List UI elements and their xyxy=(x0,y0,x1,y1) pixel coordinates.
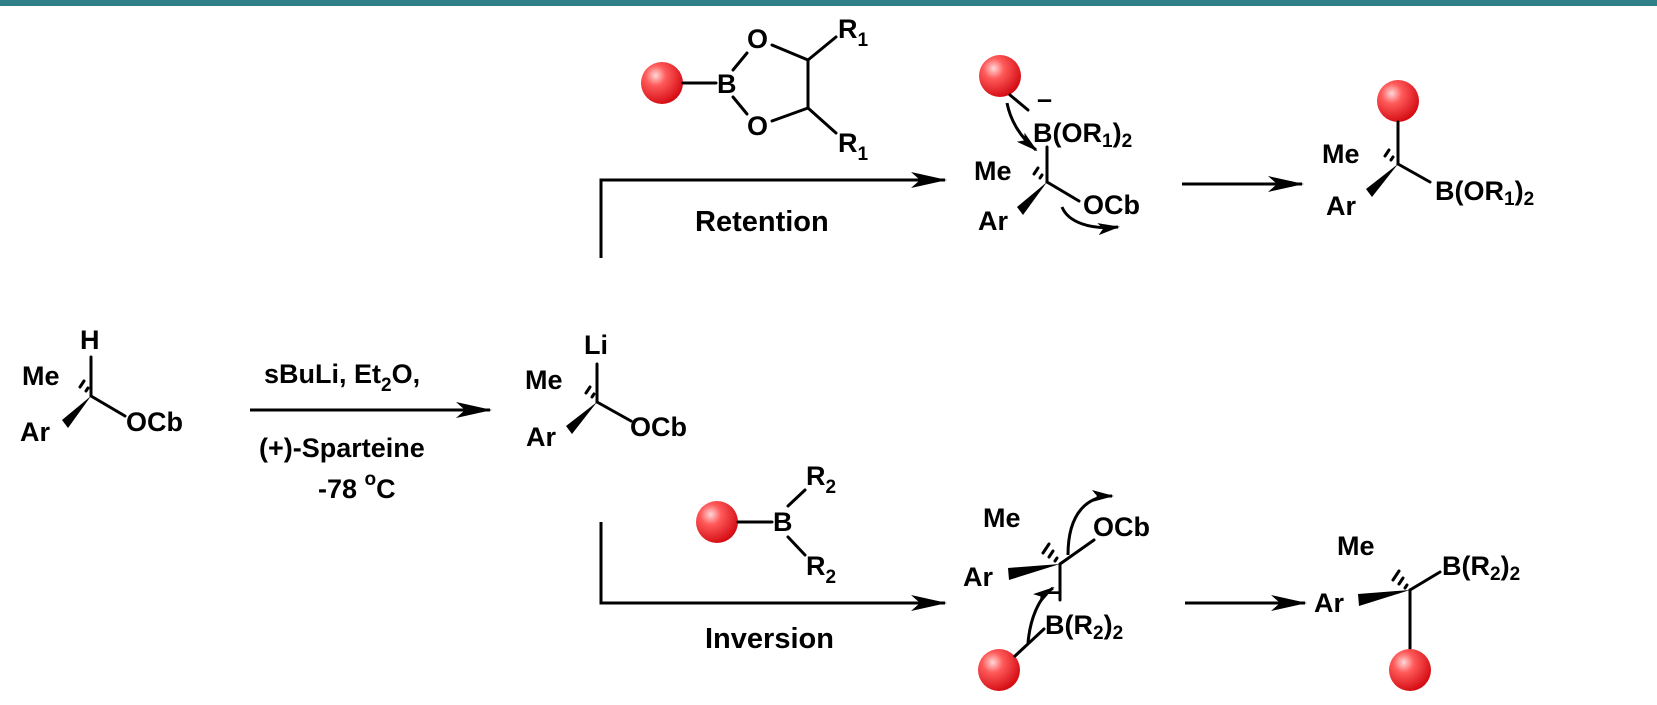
hash-bond-me xyxy=(584,385,596,399)
label-ar: Ar xyxy=(20,417,50,447)
substituent-ball xyxy=(1377,80,1419,122)
label-me: Me xyxy=(22,361,60,391)
product-retention: Me Ar B(OR1)2 xyxy=(1322,80,1534,221)
bond-c-ocb xyxy=(89,394,127,418)
borane-reagent: B R2 R2 xyxy=(696,461,836,588)
bond-c-ocb xyxy=(1045,180,1081,203)
wedge-bond-ar xyxy=(1017,182,1047,215)
condition-line-3: -78 oC xyxy=(318,469,396,504)
inversion-branch: Inversion B R2 R2 Me Ar OCb – B(R2) xyxy=(599,461,1520,691)
bond-c-r xyxy=(806,106,838,135)
bond-ball-b xyxy=(1008,93,1030,112)
label-o-top: O xyxy=(747,24,768,54)
boronate-complex-retention: B(OR1)2 – Me Ar OCb xyxy=(974,55,1140,236)
label-h: H xyxy=(80,325,100,355)
label-r2-top: R2 xyxy=(806,461,836,498)
bond-c-b xyxy=(1408,570,1442,592)
wedge-bond-ar xyxy=(62,396,91,428)
label-o-bottom: O xyxy=(747,111,768,141)
starting-material: H Me Ar OCb xyxy=(20,325,183,447)
migration-curved-arrow xyxy=(1005,102,1038,152)
label-ar: Ar xyxy=(526,422,556,452)
substituent-ball xyxy=(978,649,1020,691)
negative-charge: – xyxy=(1037,84,1052,114)
condition-line-2: (+)-Sparteine xyxy=(259,433,425,463)
product-inversion: Me Ar B(R2)2 xyxy=(1314,531,1520,691)
retention-label: Retention xyxy=(695,206,829,238)
bond-b-o xyxy=(731,51,749,72)
label-b: B xyxy=(717,69,737,99)
boronate-complex-inversion: Me Ar OCb – B(R2)2 xyxy=(963,490,1150,691)
hash-bond-me xyxy=(1391,569,1409,590)
wedge-bond-ar xyxy=(566,402,597,434)
label-ar: Ar xyxy=(978,206,1008,236)
retention-arrow xyxy=(599,172,947,258)
lithiated-intermediate: Li Me Ar OCb xyxy=(525,330,687,452)
label-me: Me xyxy=(525,365,563,395)
label-r1-top: R1 xyxy=(838,14,869,51)
migration-curved-arrow xyxy=(1026,586,1055,644)
substituent-ball xyxy=(641,62,683,104)
label-ocb: OCb xyxy=(126,407,183,437)
wedge-bond-ar xyxy=(1358,590,1410,606)
label-b-or1-2: B(OR1)2 xyxy=(1033,118,1132,152)
label-b-or1-2: B(OR1)2 xyxy=(1435,176,1534,210)
substituent-ball xyxy=(1389,649,1431,691)
bond-b-r xyxy=(786,535,807,557)
lithiation-step: sBuLi, Et2O, (+)-Sparteine -78 oC xyxy=(250,359,492,504)
label-r1-bottom: R1 xyxy=(838,128,869,165)
leaving-group-curved-arrow xyxy=(1066,490,1114,556)
label-r2-bottom: R2 xyxy=(806,551,836,588)
hash-bond-me xyxy=(1383,148,1395,162)
label-ar: Ar xyxy=(963,562,993,592)
label-b-r2-2: B(R2)2 xyxy=(1045,610,1123,644)
bond-c-ocb xyxy=(1058,538,1096,566)
bond-b-o xyxy=(731,95,749,116)
substituent-ball xyxy=(696,501,738,543)
bond-o-c xyxy=(770,43,810,62)
label-li: Li xyxy=(584,330,608,360)
label-ar: Ar xyxy=(1326,191,1356,221)
label-ocb: OCb xyxy=(1093,512,1150,542)
label-b-r2-2: B(R2)2 xyxy=(1442,551,1520,585)
hash-bond-me xyxy=(78,379,90,393)
boronic-ester-reagent: B O O R1 R1 xyxy=(641,14,869,165)
hash-bond-me xyxy=(1032,166,1044,180)
label-me: Me xyxy=(974,156,1012,186)
label-ocb: OCb xyxy=(1083,190,1140,220)
inversion-label: Inversion xyxy=(705,623,834,655)
wedge-bond-ar xyxy=(1008,564,1060,580)
condition-line-1: sBuLi, Et2O, xyxy=(264,359,420,396)
bond-c-r xyxy=(806,35,838,62)
inversion-arrow xyxy=(599,522,947,611)
label-ar: Ar xyxy=(1314,588,1344,618)
substituent-ball xyxy=(979,55,1021,97)
bond-o-c xyxy=(770,106,810,123)
label-me: Me xyxy=(1322,139,1360,169)
leaving-group-curved-arrow xyxy=(1060,206,1120,236)
label-ocb: OCb xyxy=(630,412,687,442)
label-b: B xyxy=(773,507,793,537)
bond-c-b xyxy=(1396,162,1432,184)
label-me: Me xyxy=(1337,531,1375,561)
retention-branch: Retention B O O R1 R1 B(OR1)2 – Me xyxy=(599,14,1534,258)
header-bar xyxy=(0,0,1657,6)
wedge-bond-ar xyxy=(1366,164,1398,197)
label-me: Me xyxy=(983,503,1021,533)
bond-b-r xyxy=(786,488,807,508)
hash-bond-me xyxy=(1041,542,1059,563)
bond-c-ocb xyxy=(595,400,633,423)
